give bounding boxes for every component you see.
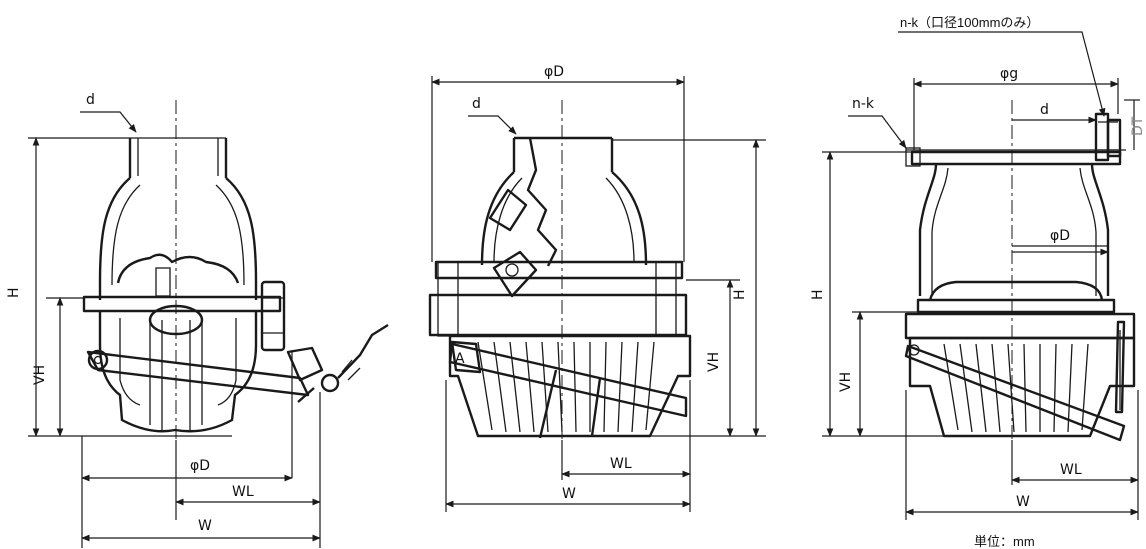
flange <box>434 260 684 280</box>
lever-arm <box>86 350 310 397</box>
label-W: W <box>562 486 576 502</box>
unit-note: 単位：mm <box>974 534 1035 549</box>
valve-body <box>98 177 258 300</box>
lever-arm <box>448 342 688 418</box>
label-VH: VH <box>706 352 722 372</box>
valve-cover <box>116 253 240 284</box>
label-DT: DT <box>1130 116 1146 136</box>
pipe-neck <box>128 138 228 178</box>
label-d: d <box>86 92 95 108</box>
valve-body <box>918 163 1110 296</box>
diagram-3-flanged-view: n-k（口径100mmのみ） φg d DT n-k H VH φD WL W <box>810 15 1146 520</box>
label-WL: WL <box>1060 462 1082 478</box>
label-d: d <box>1040 102 1049 118</box>
label-phig: φg <box>1000 66 1018 82</box>
hinge-link <box>492 250 538 298</box>
lever-arm <box>904 344 1126 442</box>
label-WL: WL <box>232 484 254 500</box>
strainer-basket <box>908 336 1136 438</box>
label-H: H <box>732 289 748 300</box>
label-nk-100mm-only: n-k（口径100mmのみ） <box>900 15 1039 30</box>
valve-cover <box>928 280 1104 301</box>
label-W: W <box>1016 494 1030 510</box>
label-W: W <box>198 518 212 534</box>
label-H: H <box>810 289 826 300</box>
section-break <box>526 137 558 267</box>
label-phiD: φD <box>544 64 564 80</box>
valve-disk <box>148 304 204 336</box>
label-VH: VH <box>838 372 854 392</box>
label-WL: WL <box>610 456 632 472</box>
valve-body <box>480 171 648 266</box>
label-phiD: φD <box>1050 228 1070 244</box>
pipe-neck <box>512 136 614 172</box>
diagram-2-sectional-view: A φD d H VH WL W <box>428 64 766 512</box>
flange <box>82 295 282 313</box>
svg-text:A: A <box>455 351 465 367</box>
label-VH: VH <box>32 365 48 385</box>
label-phiD: φD <box>190 458 210 474</box>
diagram-1-side-view: d H VH φD WL W <box>6 92 389 548</box>
label-d: d <box>472 96 481 112</box>
label-nk: n-k <box>852 96 875 112</box>
flange <box>916 298 1116 314</box>
label-H: H <box>6 287 22 298</box>
top-flange <box>910 150 1122 166</box>
lower-body <box>98 311 258 433</box>
